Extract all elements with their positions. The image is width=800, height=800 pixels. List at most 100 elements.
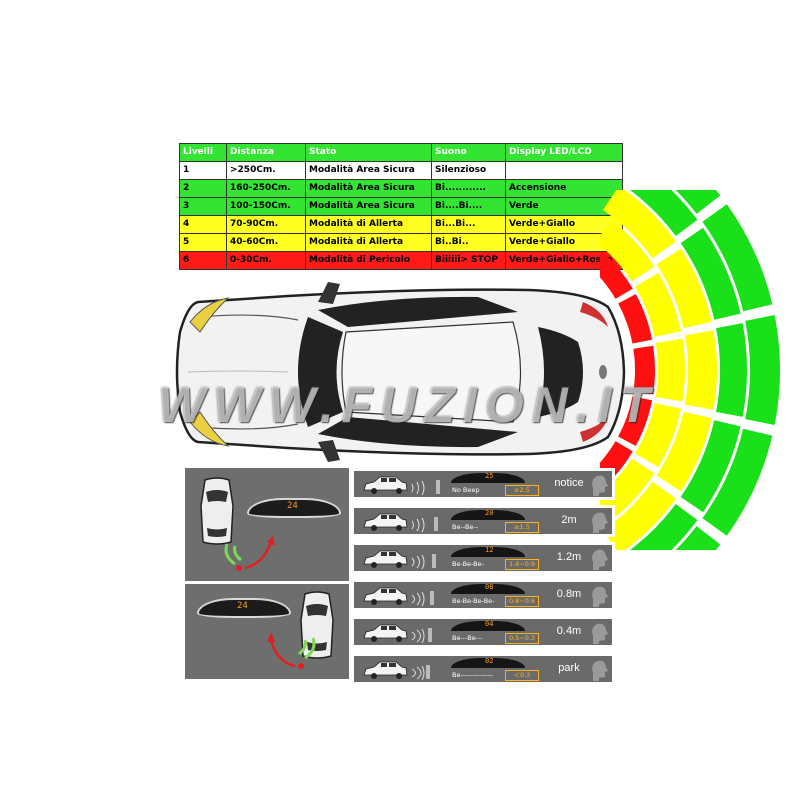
header-distanza: Distanza: [226, 143, 306, 162]
display-unit: 20: [451, 509, 525, 520]
sensor-zone-segment: [656, 248, 712, 329]
person-head-icon: [592, 549, 608, 570]
beep-pattern: No Beep: [452, 486, 480, 494]
step-background: 25 No Beep ≥2.5 notice: [354, 471, 612, 497]
sensor-zone-segment: [633, 345, 655, 395]
panel-separator: [185, 581, 349, 584]
table-cell: 6: [179, 251, 227, 270]
sensor-zone-arcs: [600, 190, 780, 550]
table-cell: Verde: [505, 197, 623, 216]
display-value: 04: [485, 620, 494, 628]
sensor-zone-segment: [602, 481, 677, 550]
sensor-zone-segment: [675, 190, 721, 214]
side-car-icon: [363, 513, 438, 533]
table-cell: 70-90Cm.: [226, 215, 306, 234]
person-head-icon: [592, 623, 608, 644]
table-cell: Modalità di Allerta: [305, 215, 432, 234]
person-head-icon: [592, 586, 608, 607]
step-background: 08 Be-Be-Be-Be- 0.8~0.6 0.8m: [354, 582, 612, 608]
distance-step-row: 20 Be--Be-- ≥1.5 2m: [351, 505, 615, 537]
step-background: 12 Be-Be-Be- 1.4~0.9 1.2m: [354, 545, 612, 571]
step-background: 04 Be---Be--- 0.5~0.3 0.4m: [354, 619, 612, 645]
sensor-zone-segment: [618, 396, 653, 447]
beep-pattern: Be-Be-Be-Be-: [452, 597, 495, 605]
distance-range: ≥1.5: [505, 522, 539, 533]
sensor-zone-segment: [600, 458, 655, 520]
mini-display-lower-value: 24: [237, 601, 248, 611]
levels-table: Livelli Distanza Stato Suono Display LED…: [179, 143, 623, 270]
beep-pattern: Be-Be-Be-: [452, 560, 484, 568]
step-background: 20 Be--Be-- ≥1.5 2m: [354, 508, 612, 534]
rear-logo: [599, 365, 607, 379]
windshield: [298, 317, 343, 427]
sensor-zone-segment: [716, 323, 747, 417]
distance-range: 0.5~0.3: [505, 633, 539, 644]
table-cell: [505, 161, 623, 180]
mini-display-upper-value: 24: [287, 501, 298, 511]
levels-table-body: Livelli Distanza Stato Suono Display LED…: [179, 143, 623, 270]
sensor-zone-segment: [602, 190, 677, 259]
side-car-icon: [363, 476, 440, 496]
beep-pattern: Be—————: [452, 671, 493, 679]
mirror-top: [318, 282, 340, 304]
distance-step-row: 12 Be-Be-Be- 1.4~0.9 1.2m: [351, 542, 615, 574]
beep-pattern: Be---Be---: [452, 634, 483, 642]
sensor-zone-segment: [635, 403, 682, 468]
table-cell: 160-250Cm.: [226, 179, 306, 198]
side-car-icon: [363, 550, 436, 570]
step-label: park: [558, 662, 580, 674]
car-top-view: [175, 282, 626, 462]
display-value: 12: [485, 546, 494, 554]
roof: [341, 321, 522, 423]
table-cell: Bi...Bi...: [431, 215, 506, 234]
hood-center: [187, 370, 289, 373]
sensor-zone-segment: [656, 411, 712, 492]
table-cell: Biiiiii> STOP: [431, 251, 506, 270]
distance-range: 0.8~0.6: [505, 596, 539, 607]
table-cell: Bi............: [431, 179, 506, 198]
table-cell: 3: [179, 197, 227, 216]
table-cell: Silenzioso: [431, 161, 506, 180]
step-background: 02 Be————— ＜0.3 park: [354, 656, 612, 682]
sensor-zone-segment: [655, 338, 685, 402]
distance-step-row: 25 No Beep ≥2.5 notice: [351, 468, 615, 500]
installation-panel: 24 24: [185, 468, 349, 679]
table-cell: 0-30Cm.: [226, 251, 306, 270]
header-display: Display LED/LCD: [505, 143, 623, 162]
mini-display-lower: 24: [197, 598, 291, 618]
table-cell: 5: [179, 233, 227, 252]
distance-range: ＜0.3: [505, 670, 539, 681]
table-cell: 1: [179, 161, 227, 180]
person-head-icon: [592, 660, 608, 681]
table-cell: >250Cm.: [226, 161, 306, 180]
sensor-zone-segment: [745, 315, 780, 425]
sensor-zone-segment: [600, 220, 655, 282]
step-label: 1.2m: [556, 551, 582, 563]
table-cell: 40-60Cm.: [226, 233, 306, 252]
taillight-bottom: [580, 417, 608, 442]
side-car-icon: [363, 587, 434, 607]
display-value: 20: [485, 509, 494, 517]
table-cell: Modalità Area Sicura: [305, 179, 432, 198]
distance-step-row: 02 Be————— ＜0.3 park: [351, 653, 615, 685]
window-bottom: [318, 417, 518, 448]
sensor-zone-segment: [684, 330, 717, 410]
mini-display-upper: 24: [247, 498, 341, 518]
side-car-icon: [363, 661, 430, 681]
sensor-zone-segment: [635, 272, 682, 337]
table-cell: 100-150Cm.: [226, 197, 306, 216]
beep-pattern: Be--Be--: [452, 523, 479, 531]
rear-window: [538, 327, 583, 417]
header-stato: Stato: [305, 143, 432, 162]
table-cell: Modalità Area Sicura: [305, 197, 432, 216]
header-suono: Suono: [431, 143, 506, 162]
display-value: 02: [485, 657, 494, 665]
step-label: 0.4m: [556, 625, 582, 637]
side-car-icon: [363, 624, 432, 644]
sensor-zone-segment: [675, 526, 721, 550]
table-cell: Accensione: [505, 179, 623, 198]
sensor-zone-segment: [629, 504, 698, 550]
sensor-zone-segment: [618, 293, 653, 344]
